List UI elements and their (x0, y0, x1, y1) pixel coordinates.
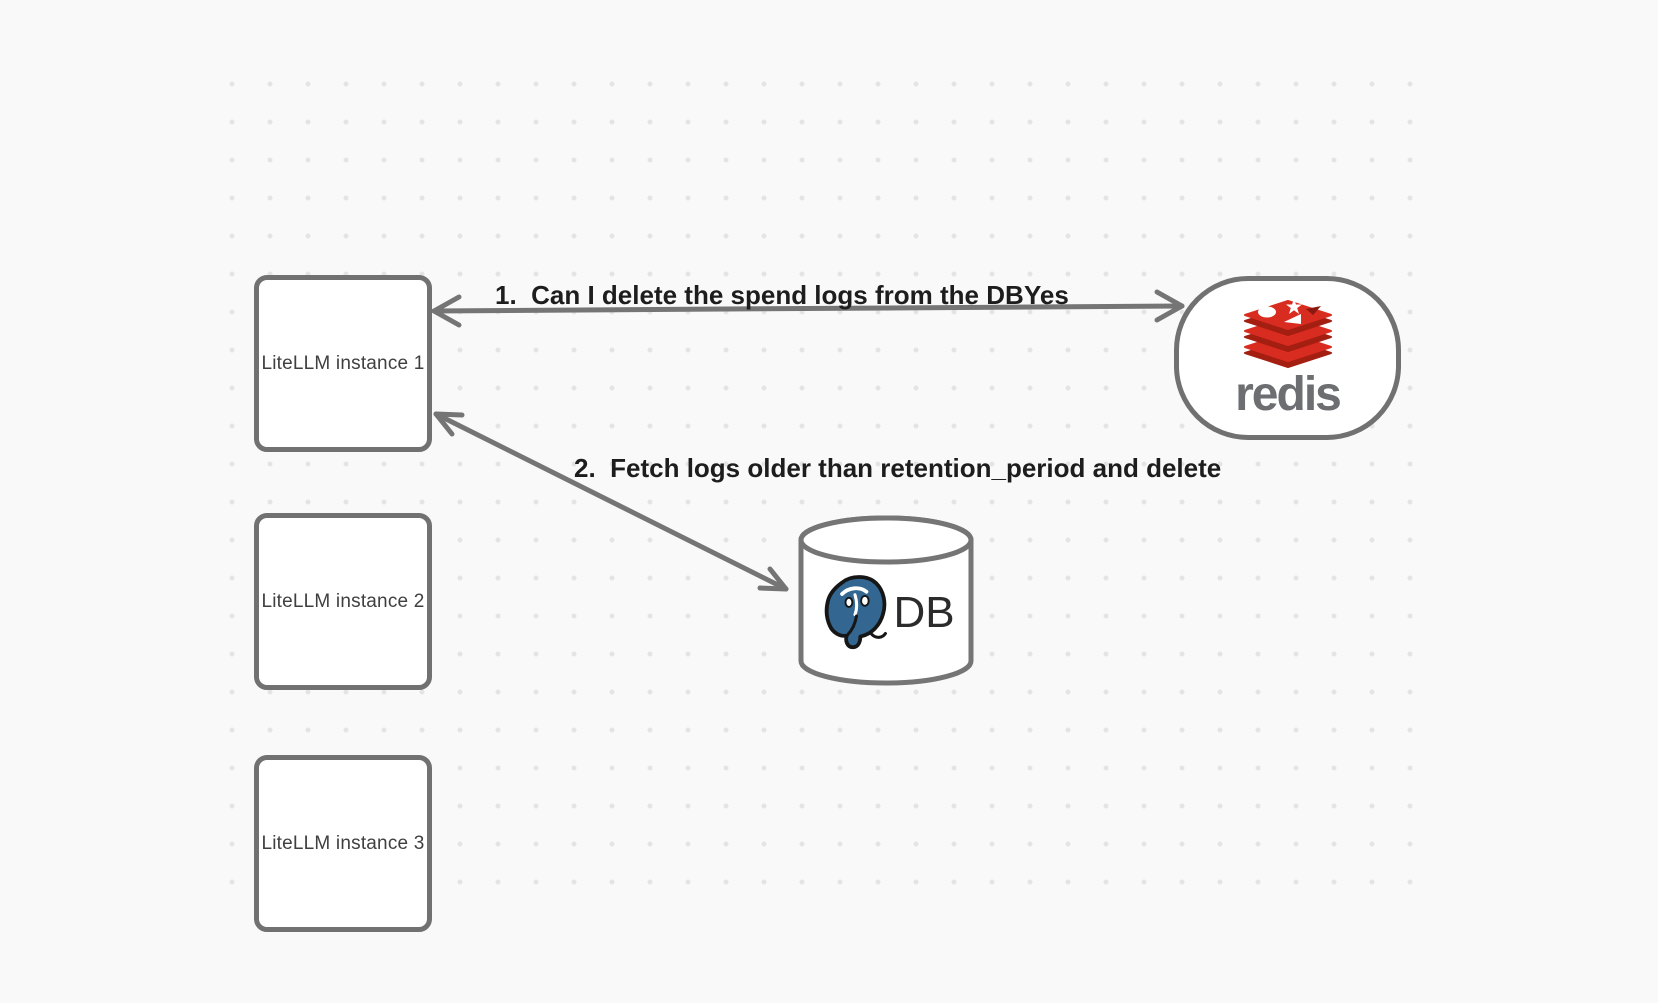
postgresql-logo-icon (825, 575, 888, 650)
redis-wordmark: redis (1235, 367, 1342, 421)
arrow-instance1-redis[interactable] (431, 289, 1185, 328)
node-redis[interactable]: redis (1174, 276, 1401, 440)
db-label: DB (893, 588, 955, 637)
node-litellm-instance-2[interactable]: LiteLLM instance 2 (254, 513, 432, 690)
node-label: LiteLLM instance 2 (261, 590, 425, 612)
arrow-instance1-db[interactable] (433, 411, 789, 592)
edge-label-fetch-delete: 2. Fetch logs older than retention_perio… (574, 453, 1222, 483)
node-litellm-instance-3[interactable]: LiteLLM instance 3 (254, 755, 432, 932)
node-database[interactable]: DB (799, 558, 973, 668)
edge-label-delete-question: 1. Can I delete the spend logs from the … (495, 280, 1024, 310)
node-label: LiteLLM instance 1 (261, 352, 425, 374)
node-label: LiteLLM instance 3 (261, 832, 425, 854)
redis-logo-icon (1243, 298, 1332, 368)
node-litellm-instance-1[interactable]: LiteLLM instance 1 (254, 275, 432, 452)
edge-label-yes: Yes (1024, 280, 1069, 310)
